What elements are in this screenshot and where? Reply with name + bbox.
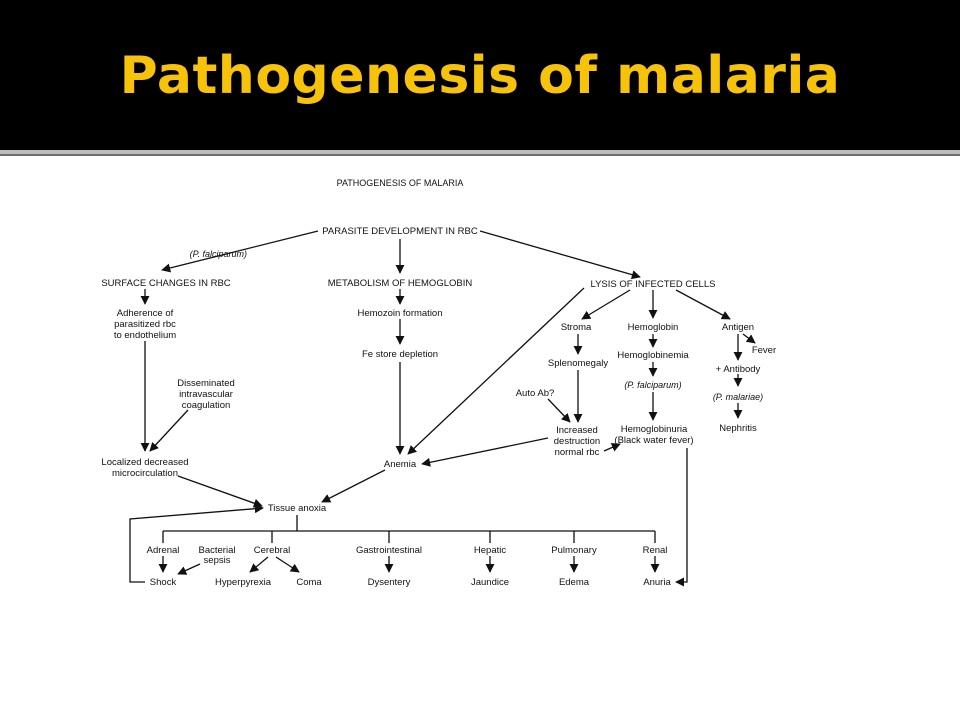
node-hemoglobinuria-2: (Black water fever) [614, 435, 693, 446]
arrow-hemoglobinuria-to-anuria [675, 448, 688, 587]
diagram-labels: PATHOGENESIS OF MALARIA PARASITE DEVELOP… [101, 178, 776, 588]
arrow-cerebral-to-coma [275, 556, 300, 573]
node-surface-changes: SURFACE CHANGES IN RBC [101, 278, 230, 289]
node-metabolism: METABOLISM OF HEMOGLOBIN [328, 278, 473, 289]
node-adherence-3: to endothelium [114, 330, 176, 341]
node-auto-ab: Auto Ab? [516, 388, 555, 399]
outcome-hyperpyrexia: Hyperpyrexia [215, 577, 272, 588]
node-lysis: LYSIS OF INFECTED CELLS [591, 279, 716, 290]
node-stroma: Stroma [561, 322, 592, 333]
organ-gastrointestinal: Gastrointestinal [356, 545, 422, 556]
arrow-destruction-to-hemoglobinuria [603, 443, 621, 452]
organ-pulmonary: Pulmonary [551, 545, 597, 556]
node-hemoglobin: Hemoglobin [628, 322, 679, 333]
node-hemoglobinuria-1: Hemoglobinuria [621, 424, 688, 435]
label-p-malariae: (P. malariae) [713, 392, 763, 402]
outcome-jaundice: Jaundice [471, 577, 509, 588]
node-increased-destruction-2: destruction [554, 436, 600, 447]
node-localized-1: Localized decreased [101, 457, 188, 468]
arrow-lysis-to-anemia [407, 287, 585, 455]
arrow-dic-to-localized [149, 409, 189, 452]
node-tissue-anoxia: Tissue anoxia [268, 503, 327, 514]
outcome-anuria: Anuria [643, 577, 671, 588]
arrow-parasite-to-lysis [479, 230, 641, 280]
node-increased-destruction-3: normal rbc [555, 447, 600, 458]
arrow-localized-to-anoxia [177, 475, 263, 508]
slide-title: Pathogenesis of malaria [119, 46, 841, 106]
label-p-falciparum-top: (P. falciparum) [190, 249, 247, 259]
divider-dark [0, 154, 960, 156]
node-hemoglobinemia: Hemoglobinemia [617, 350, 689, 361]
node-nephritis: Nephritis [719, 423, 757, 434]
node-increased-destruction-1: Increased [556, 425, 598, 436]
arrow-destruction-to-anemia [421, 437, 549, 467]
node-adherence-2: parasitized rbc [114, 319, 176, 330]
node-antigen: Antigen [722, 322, 754, 333]
organ-adrenal: Adrenal [147, 545, 180, 556]
arrow-parasite-to-surface [161, 230, 319, 273]
organ-bacterial-sepsis-1: Bacterial [199, 545, 236, 556]
node-parasite-development: PARASITE DEVELOPMENT IN RBC [322, 226, 478, 237]
node-dic-1: Disseminated [177, 378, 235, 389]
node-dic-3: coagulation [182, 400, 231, 411]
outcome-edema: Edema [559, 577, 590, 588]
node-localized-2: microcirculation [112, 468, 178, 479]
label-p-falciparum-mid: (P. falciparum) [624, 380, 681, 390]
pathogenesis-diagram: PATHOGENESIS OF MALARIA PARASITE DEVELOP… [101, 178, 776, 588]
organ-cerebral: Cerebral [254, 545, 290, 556]
node-dic-2: intravascular [179, 389, 233, 400]
outcome-shock: Shock [150, 577, 177, 588]
organ-bacterial-sepsis-2: sepsis [204, 555, 231, 566]
organ-renal: Renal [643, 545, 668, 556]
arrow-anemia-to-anoxia [321, 469, 386, 503]
arrow-sepsis-to-shock [177, 563, 201, 575]
outcome-coma: Coma [296, 577, 322, 588]
node-hemozoin: Hemozoin formation [357, 308, 442, 319]
node-splenomegaly: Splenomegaly [548, 358, 608, 369]
arrow-shock-to-anoxia [129, 504, 264, 583]
diagram-area: PATHOGENESIS OF MALARIA PARASITE DEVELOP… [0, 156, 960, 720]
organ-hepatic: Hepatic [474, 545, 506, 556]
title-bar: Pathogenesis of malaria [0, 0, 960, 150]
arrow-lysis-to-stroma [581, 289, 631, 320]
node-fever: Fever [752, 345, 776, 356]
node-anemia: Anemia [384, 459, 417, 470]
arrow-autoab-to-destruction [547, 398, 571, 423]
arrow-antigen-to-fever [742, 333, 756, 344]
divider-light [0, 150, 960, 154]
arrow-cerebral-to-hyperpyrexia [249, 556, 269, 573]
outcome-dysentery: Dysentery [368, 577, 411, 588]
node-fe-store: Fe store depletion [362, 349, 438, 360]
arrow-lysis-to-antigen [675, 289, 731, 320]
node-adherence-1: Adherence of [117, 308, 174, 319]
node-antibody: + Antibody [716, 364, 761, 375]
diagram-heading: PATHOGENESIS OF MALARIA [337, 178, 464, 188]
connectors [129, 230, 756, 587]
